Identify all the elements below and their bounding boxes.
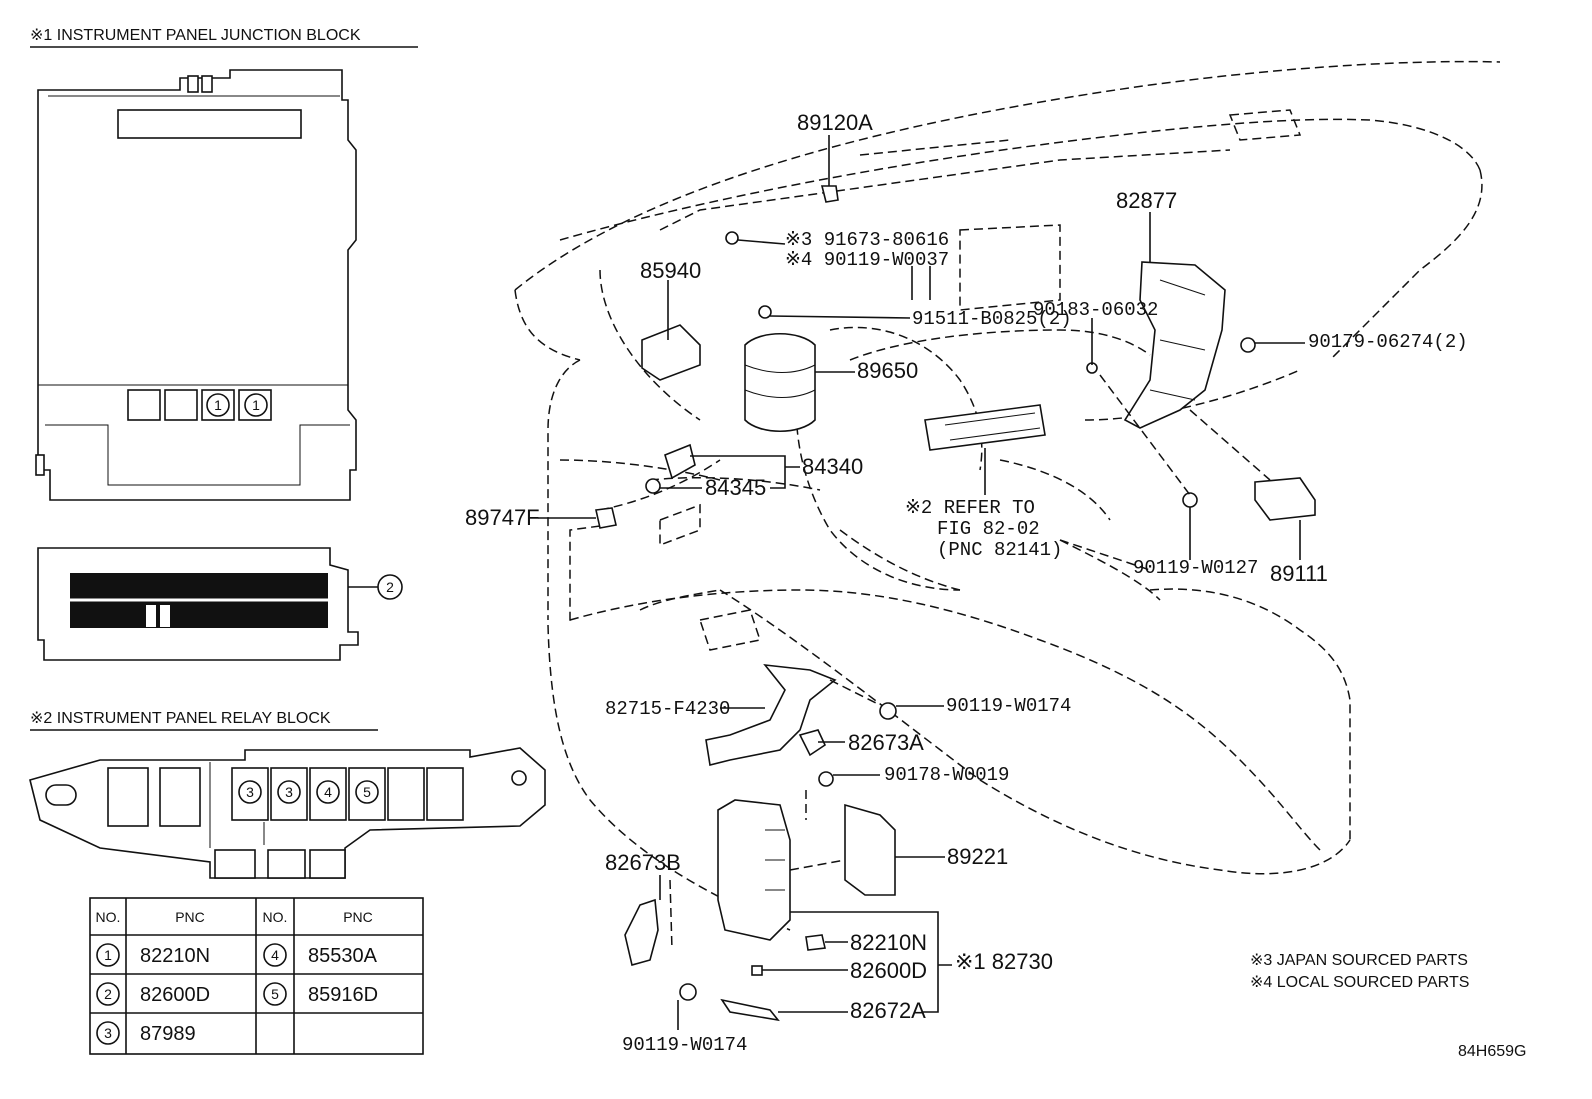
label-89120a: 89120A bbox=[797, 110, 873, 135]
part-84340 bbox=[664, 443, 696, 480]
label-82210n: 82210N bbox=[850, 930, 927, 955]
part-shapes bbox=[595, 185, 1316, 1022]
label-89111: 89111 bbox=[1270, 561, 1328, 586]
part-82877 bbox=[1123, 261, 1226, 429]
label-90179: 90179-06274(2) bbox=[1308, 331, 1468, 353]
rb-circle-b-text: 3 bbox=[285, 784, 293, 800]
screw-91511 bbox=[758, 305, 772, 319]
junction-block-illustration: 1 1 bbox=[35, 69, 357, 501]
junction-block-header: ※1 INSTRUMENT PANEL JUNCTION BLOCK bbox=[30, 27, 361, 44]
screw-91673 bbox=[725, 231, 739, 245]
table-header-no-b: NO. bbox=[263, 909, 288, 925]
part-82715 bbox=[705, 663, 837, 766]
label-82673b: 82673B bbox=[605, 850, 681, 875]
part-82673a bbox=[798, 729, 827, 757]
label-82672a: 82672A bbox=[850, 998, 926, 1023]
label-refer-3: (PNC 82141) bbox=[937, 539, 1062, 561]
table-row-2-pnc-a: 82600D bbox=[140, 984, 210, 1006]
label-89747f: 89747F bbox=[465, 505, 540, 530]
label-90183: 90183-06032 bbox=[1033, 299, 1158, 321]
label-89221: 89221 bbox=[947, 844, 1008, 869]
label-90119-w0174b: 90119-W0174 bbox=[622, 1034, 747, 1056]
jb-circle-a-text: 1 bbox=[214, 397, 222, 413]
part-89747f bbox=[595, 507, 617, 529]
part-82600d bbox=[751, 965, 763, 976]
table-row-2-no-b: 5 bbox=[271, 986, 279, 1002]
table-row-2-no-a: 2 bbox=[104, 986, 112, 1002]
label-89650: 89650 bbox=[857, 358, 918, 383]
screw-90119-w0127 bbox=[1182, 492, 1198, 508]
screw-90119-w0174a bbox=[879, 702, 897, 720]
nut-90179 bbox=[1240, 337, 1256, 353]
table-header-pnc-b: PNC bbox=[343, 909, 373, 925]
label-82715: 82715-F4230 bbox=[605, 698, 730, 720]
part-switch-cluster bbox=[924, 404, 1046, 451]
rb-circle-d-text: 5 bbox=[363, 784, 371, 800]
note-japan-sourced: ※3 JAPAN SOURCED PARTS bbox=[1250, 952, 1468, 969]
pnc-table: NO. PNC NO. PNC 1 82210N 4 85530A 2 8260… bbox=[89, 897, 424, 1055]
table-header-pnc-a: PNC bbox=[175, 909, 205, 925]
table-row-1-pnc-a: 82210N bbox=[140, 945, 210, 967]
jb-slot-1 bbox=[127, 389, 161, 421]
label-90178: 90178-W0019 bbox=[884, 764, 1009, 786]
table-header-no-a: NO. bbox=[96, 909, 121, 925]
label-82673a: 82673A bbox=[848, 730, 924, 755]
label-85940: 85940 bbox=[640, 258, 701, 283]
label-84340: 84340 bbox=[802, 454, 863, 479]
nut-90178 bbox=[818, 771, 834, 787]
label-82877: 82877 bbox=[1116, 188, 1177, 213]
dashboard-outline bbox=[514, 60, 1501, 931]
jb-circle-c-text: 2 bbox=[386, 579, 394, 595]
relay-block-header: ※2 INSTRUMENT PANEL RELAY BLOCK bbox=[30, 710, 331, 727]
part-89221 bbox=[844, 803, 896, 896]
rb-circle-a-text: 3 bbox=[246, 784, 254, 800]
jb-circle-a bbox=[206, 393, 230, 417]
screw-90119-w0174b bbox=[679, 983, 697, 1001]
label-90119-w0037: ※4 90119-W0037 bbox=[785, 249, 949, 271]
part-89120a bbox=[820, 185, 839, 203]
connector-block-illustration: 2 bbox=[37, 547, 403, 661]
label-91511: 91511-B0825(2) bbox=[912, 308, 1072, 330]
clip-84345 bbox=[645, 478, 661, 494]
part-89650 bbox=[744, 332, 816, 433]
table-row-3-no-a: 3 bbox=[104, 1025, 112, 1041]
label-90119-w0127: 90119-W0127 bbox=[1133, 557, 1258, 579]
note-local-sourced: ※4 LOCAL SOURCED PARTS bbox=[1250, 974, 1469, 991]
jb-circle-b-text: 1 bbox=[252, 397, 260, 413]
part-82730-ecu bbox=[717, 799, 791, 941]
rb-circle-c-text: 4 bbox=[324, 784, 332, 800]
table-row-1-no-b: 4 bbox=[271, 947, 279, 963]
label-82730: ※1 82730 bbox=[955, 949, 1053, 974]
table-row-3-pnc-a: 87989 bbox=[140, 1023, 196, 1045]
relay-block-illustration: 3 3 4 5 bbox=[29, 747, 546, 879]
table-row-1-no-a: 1 bbox=[104, 947, 112, 963]
label-91673: ※3 91673-80616 bbox=[785, 229, 949, 251]
part-89111 bbox=[1254, 477, 1316, 521]
part-82672a bbox=[720, 998, 780, 1022]
label-refer-1: ※2 REFER TO bbox=[905, 497, 1035, 519]
label-84345: 84345 bbox=[705, 475, 766, 500]
part-82673b bbox=[624, 898, 659, 966]
part-82210n bbox=[805, 934, 826, 951]
jb-slot-2 bbox=[164, 389, 198, 421]
table-row-1-pnc-b: 85530A bbox=[308, 945, 378, 967]
leader-lines bbox=[538, 135, 1305, 1030]
label-82600d: 82600D bbox=[850, 958, 927, 983]
jb-circle-b bbox=[244, 393, 268, 417]
part-85940 bbox=[641, 324, 701, 381]
table-row-2-pnc-b: 85916D bbox=[308, 984, 378, 1006]
label-refer-2: FIG 82-02 bbox=[937, 518, 1040, 540]
figure-id: 84H659G bbox=[1458, 1043, 1527, 1060]
label-90119-w0174a: 90119-W0174 bbox=[946, 695, 1071, 717]
